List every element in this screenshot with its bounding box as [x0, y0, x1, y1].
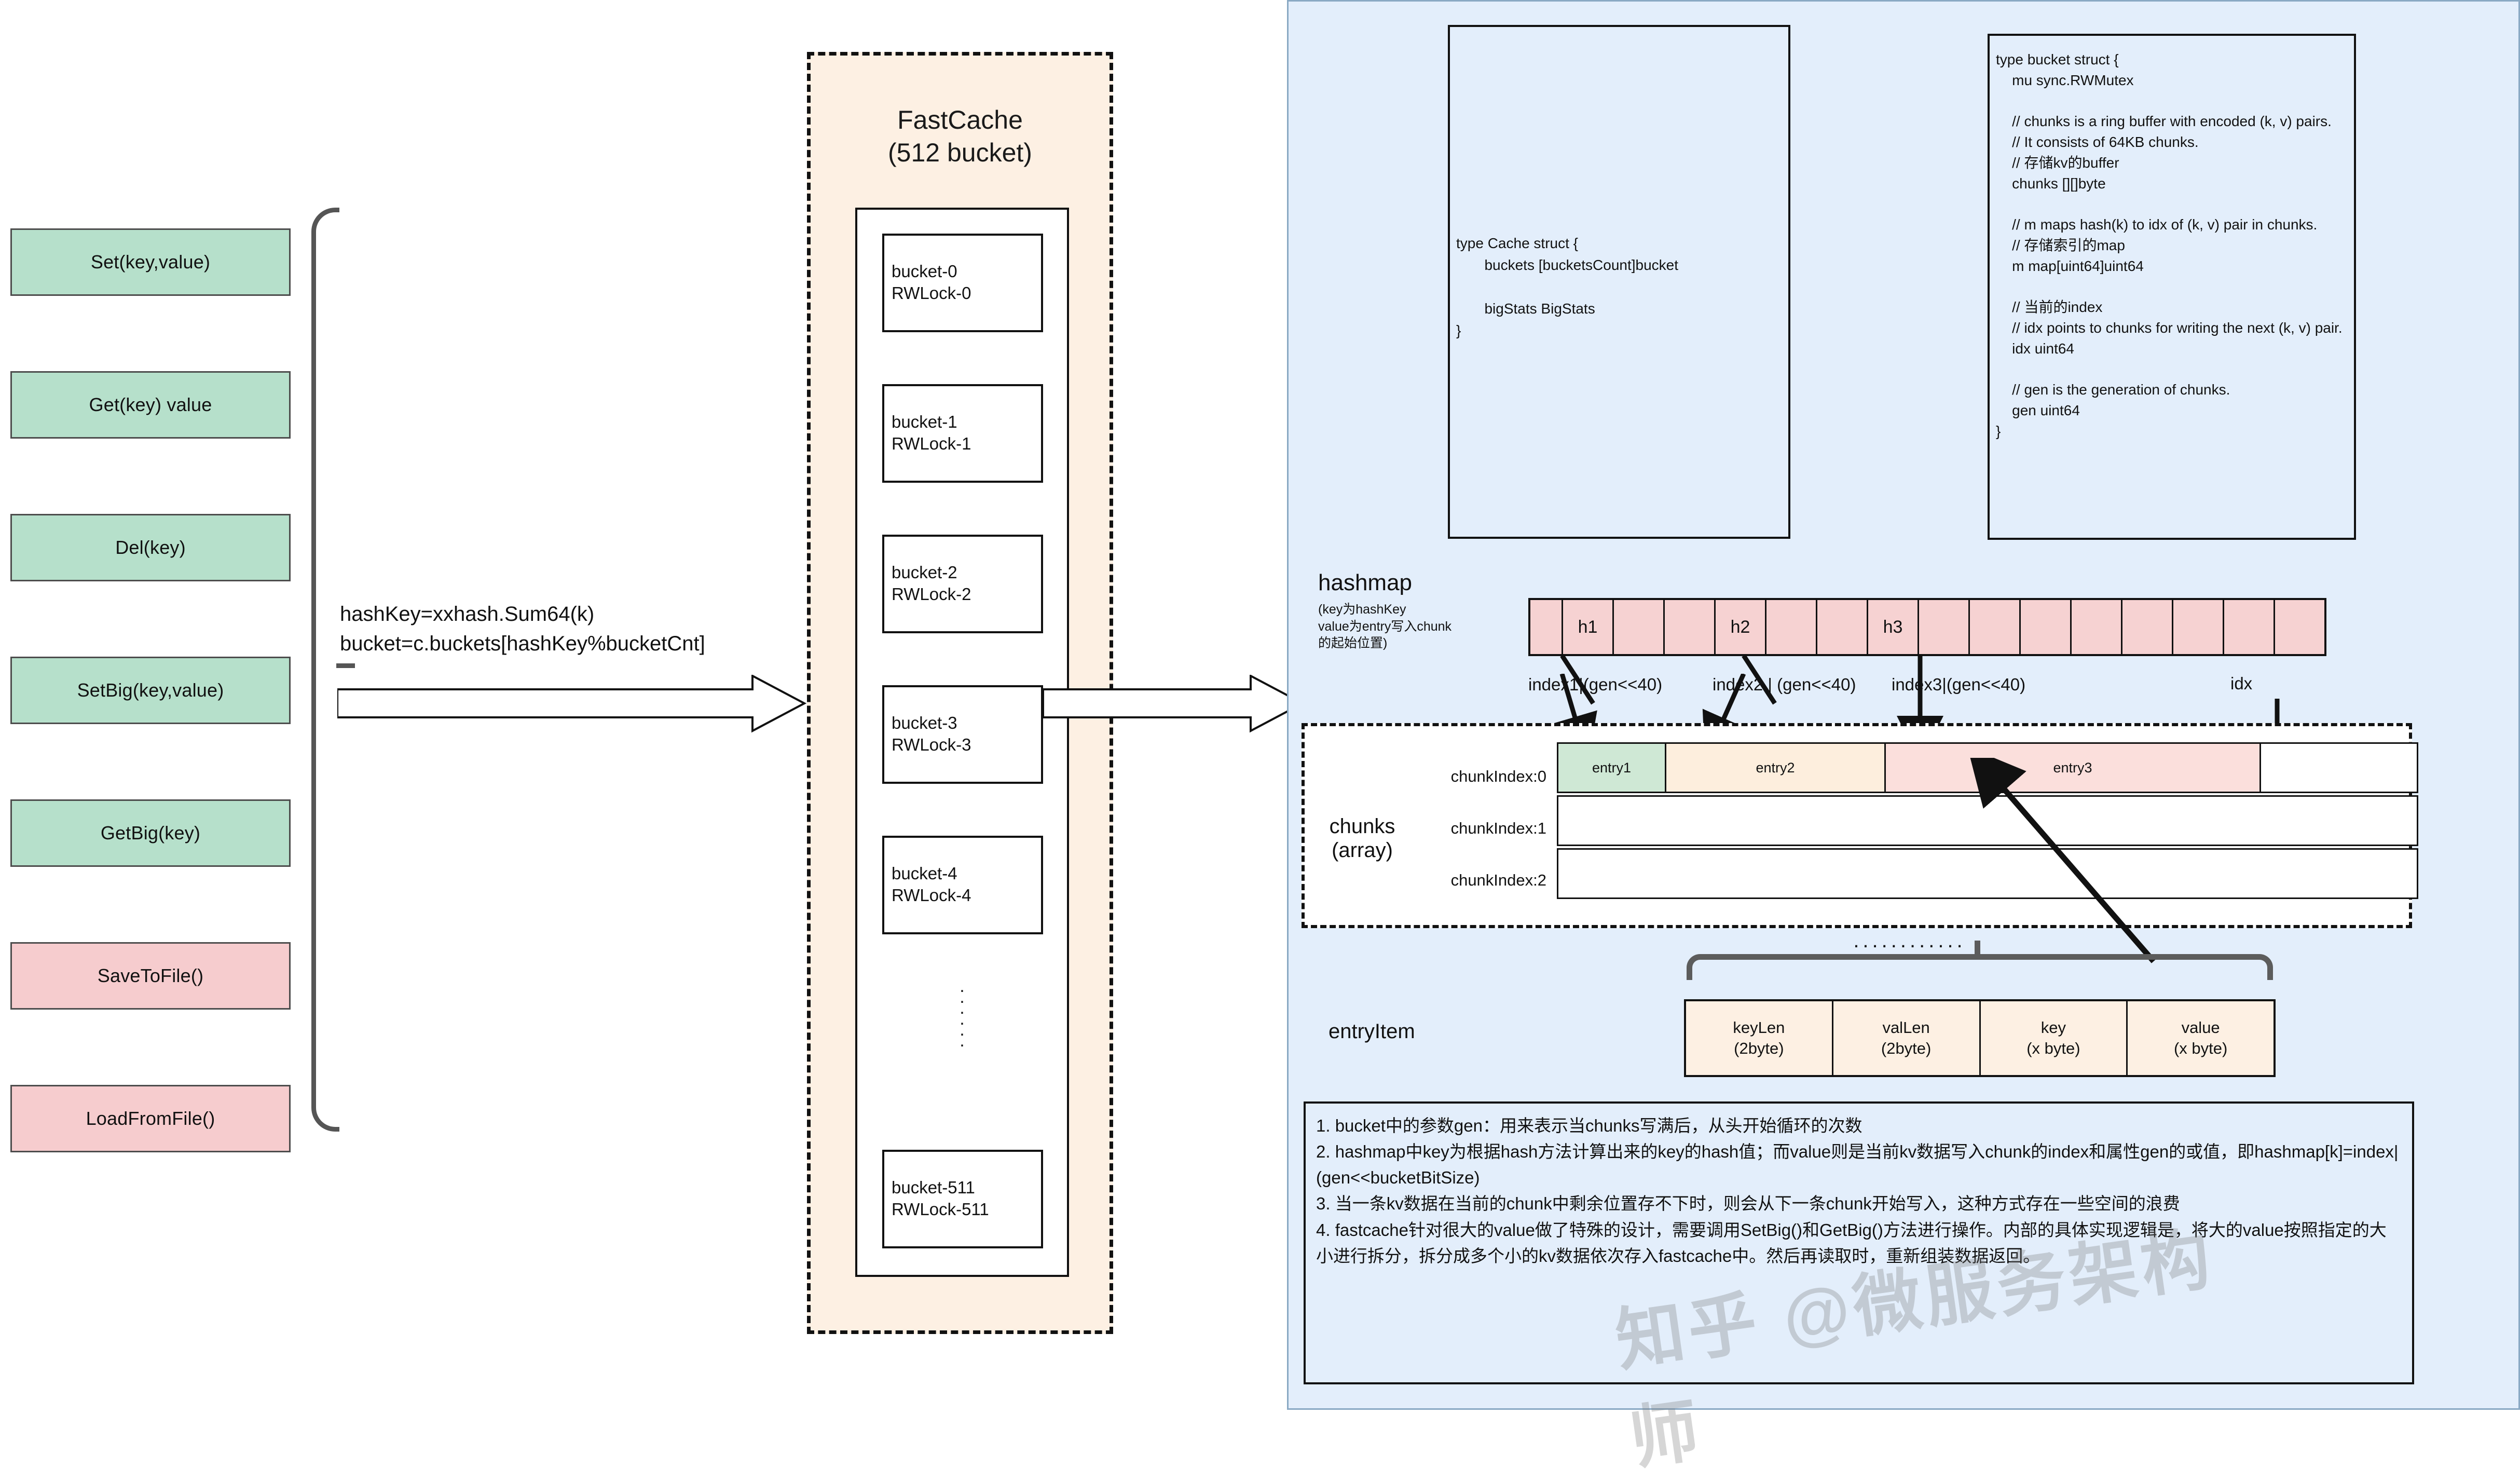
hashmap-cell-empty [1614, 600, 1665, 654]
bucket-label: bucket-1 RWLock-1 [892, 412, 971, 453]
bucket-item-4[interactable]: bucket-4 RWLock-4 [882, 836, 1043, 934]
bucket-item-0[interactable]: bucket-0 RWLock-0 [882, 234, 1043, 332]
hashkey-formula: hashKey=xxhash.Sum64(k) bucket=c.buckets… [340, 603, 705, 655]
entryitem-label: entryItem [1329, 1020, 1415, 1043]
hashmap-index3-label: index3|(gen<<40) [1892, 675, 2026, 694]
chunkindex-2-label: chunkIndex:2 [1450, 871, 1546, 889]
chunk-free-space [2261, 744, 2417, 792]
entryitem-fields: keyLen (2byte) valLen (2byte) key (x byt… [1684, 999, 2276, 1077]
entryitem-field-value: value (x byte) [2128, 1001, 2274, 1075]
chunk-entry-label: entry3 [2053, 759, 2092, 775]
cache-struct-code: type Cache struct { buckets [bucketsCoun… [1456, 235, 1679, 338]
api-button-savetofile[interactable]: SaveToFile() [10, 942, 291, 1010]
api-button-get[interactable]: Get(key) value [10, 371, 291, 439]
api-collector-brace-nub [336, 663, 355, 668]
arrow-to-bucket [337, 675, 807, 733]
hashmap-cell-empty [1665, 600, 1716, 654]
hashmap-subtitle: (key为hashKey value为entry写入chunk 的起始位置) [1318, 602, 1452, 650]
hashmap-cell-empty [2173, 600, 2224, 654]
hashmap-cell-empty [2275, 600, 2324, 654]
bucket-item-511[interactable]: bucket-511 RWLock-511 [882, 1150, 1043, 1248]
api-button-loadfromfile[interactable]: LoadFromFile() [10, 1085, 291, 1152]
bucket-label: bucket-511 RWLock-511 [892, 1178, 989, 1219]
chunk-entry-3[interactable]: entry3 [1886, 744, 2261, 792]
entryitem-brace [1687, 954, 2273, 980]
chunkindex-1-label: chunkIndex:1 [1450, 819, 1546, 837]
arrow-to-bucket-detail [1043, 675, 1305, 733]
entryitem-field-label: key (x byte) [2026, 1018, 2080, 1057]
api-collector-brace [311, 208, 339, 1132]
hashmap-cell-empty [2072, 600, 2122, 654]
bucket-struct-box [1988, 34, 2356, 540]
hashmap-cell-empty [1766, 600, 1817, 654]
api-button-label: LoadFromFile() [86, 1108, 215, 1129]
hashmap-cell-empty [2224, 600, 2275, 654]
hashmap-cell-empty [1970, 600, 2021, 654]
hashmap-cells: h1 h2 h3 [1528, 598, 2326, 656]
hashmap-index1-label: index1|(gen<<40) [1528, 675, 1663, 694]
entryitem-field-label: value (x byte) [2173, 1018, 2228, 1057]
api-button-label: Del(key) [115, 537, 186, 558]
hashmap-cell-h1: h1 [1563, 600, 1614, 654]
entryitem-field-label: keyLen (2byte) [1733, 1018, 1785, 1057]
entry-expand-arrow [1967, 758, 2156, 963]
chunk-entry-label: entry2 [1756, 759, 1795, 775]
api-button-label: SetBig(key,value) [77, 679, 224, 701]
api-button-label: Get(key) value [89, 394, 212, 415]
fastcache-title: FastCache (512 bucket) [888, 105, 1032, 167]
chunk-entry-label: entry1 [1592, 759, 1632, 775]
entryitem-field-label: valLen (2byte) [1881, 1018, 1932, 1057]
api-button-set[interactable]: Set(key,value) [10, 228, 291, 296]
api-button-label: SaveToFile() [97, 965, 204, 986]
api-button-getbig[interactable]: GetBig(key) [10, 799, 291, 867]
bucket-label: bucket-2 RWLock-2 [892, 563, 971, 604]
hashmap-title: hashmap [1318, 570, 1413, 595]
bucket-item-2[interactable]: bucket-2 RWLock-2 [882, 535, 1043, 633]
hashmap-cell-empty [1530, 600, 1563, 654]
notes-box: 1. bucket中的参数gen：用来表示当chunks写满后，从头开始循环的次… [1304, 1101, 2414, 1384]
chunk-entry-2[interactable]: entry2 [1666, 744, 1886, 792]
hashmap-cell-empty [1817, 600, 1868, 654]
bucket-list-ellipsis: ... ... [960, 976, 966, 1051]
hashmap-cell-empty [1919, 600, 1970, 654]
bucket-label: bucket-3 RWLock-3 [892, 713, 971, 754]
api-button-label: Set(key,value) [90, 251, 211, 273]
bucket-item-1[interactable]: bucket-1 RWLock-1 [882, 384, 1043, 483]
chunk-row-2 [1557, 848, 2418, 899]
hashmap-cell-h3: h3 [1868, 600, 1919, 654]
bucket-label: bucket-0 RWLock-0 [892, 262, 971, 303]
bucket-label: bucket-4 RWLock-4 [892, 864, 971, 905]
cache-struct-box [1448, 25, 1790, 539]
bucket-struct-code: type bucket struct { mu sync.RWMutex // … [1996, 51, 2343, 439]
api-button-del[interactable]: Del(key) [10, 514, 291, 581]
hashmap-cell-h2: h2 [1716, 600, 1766, 654]
entryitem-field-vallen: valLen (2byte) [1833, 1001, 1981, 1075]
api-button-setbig[interactable]: SetBig(key,value) [10, 657, 291, 724]
hashmap-cell-empty [2122, 600, 2173, 654]
entryitem-field-keylen: keyLen (2byte) [1686, 1001, 1833, 1075]
hashmap-idx-label: idx [2230, 674, 2253, 693]
entryitem-field-key: key (x byte) [1981, 1001, 2128, 1075]
api-button-label: GetBig(key) [100, 822, 201, 843]
chunks-label: chunks (array) [1329, 815, 1395, 862]
hashmap-cell-empty [2021, 600, 2072, 654]
entryitem-brace-nub [1975, 941, 1980, 955]
chunkindex-0-label: chunkIndex:0 [1450, 767, 1546, 785]
chunks-ellipsis: ............ [1853, 929, 1966, 952]
bucket-item-3[interactable]: bucket-3 RWLock-3 [882, 685, 1043, 784]
chunk-entry-1[interactable]: entry1 [1558, 744, 1666, 792]
